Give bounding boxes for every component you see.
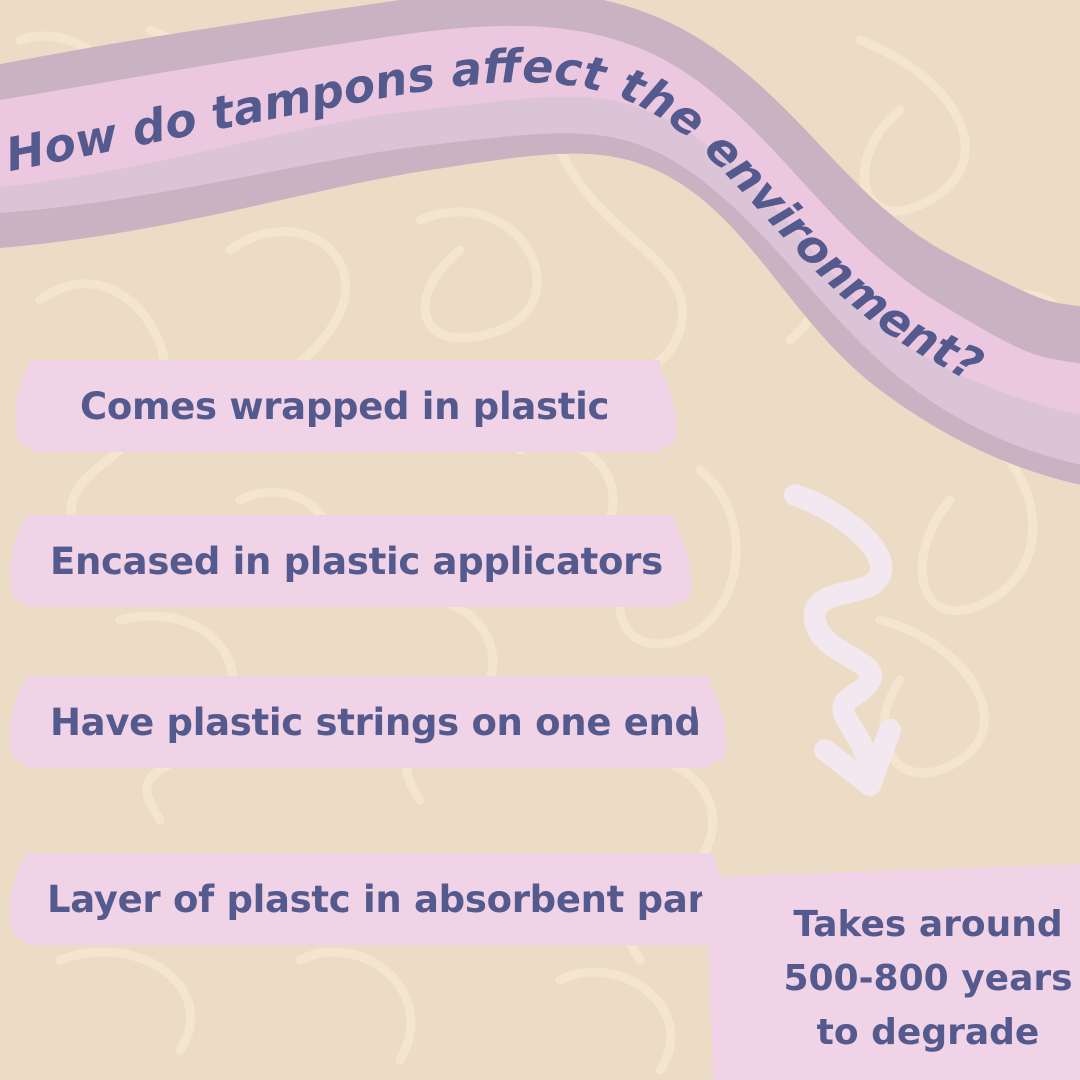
band-inner — [0, 35, 1080, 465]
squiggle-arrow-icon — [784, 484, 901, 796]
point-plastic-applicators: Encased in plastic applicators — [25, 515, 675, 607]
point-label: Have plastic strings on one end — [50, 700, 701, 744]
point-label: Comes wrapped in plastic — [80, 384, 610, 428]
point-label: Layer of plastc in absorbent part — [47, 877, 723, 921]
point-label: Encased in plastic applicators — [50, 539, 663, 583]
point-plastic-strings: Have plastic strings on one end — [25, 676, 710, 768]
point-plastic-layer: Layer of plastc in absorbent part — [25, 853, 723, 945]
note-line: Takes around — [793, 904, 1063, 945]
note-line: to degrade — [816, 1012, 1040, 1053]
band-middle — [0, 25, 1080, 415]
note-line: 500-800 years — [783, 958, 1073, 999]
degrade-note: Takes around 500-800 years to degrade — [778, 898, 1078, 1060]
point-wrapped-in-plastic: Comes wrapped in plastic — [30, 360, 660, 452]
